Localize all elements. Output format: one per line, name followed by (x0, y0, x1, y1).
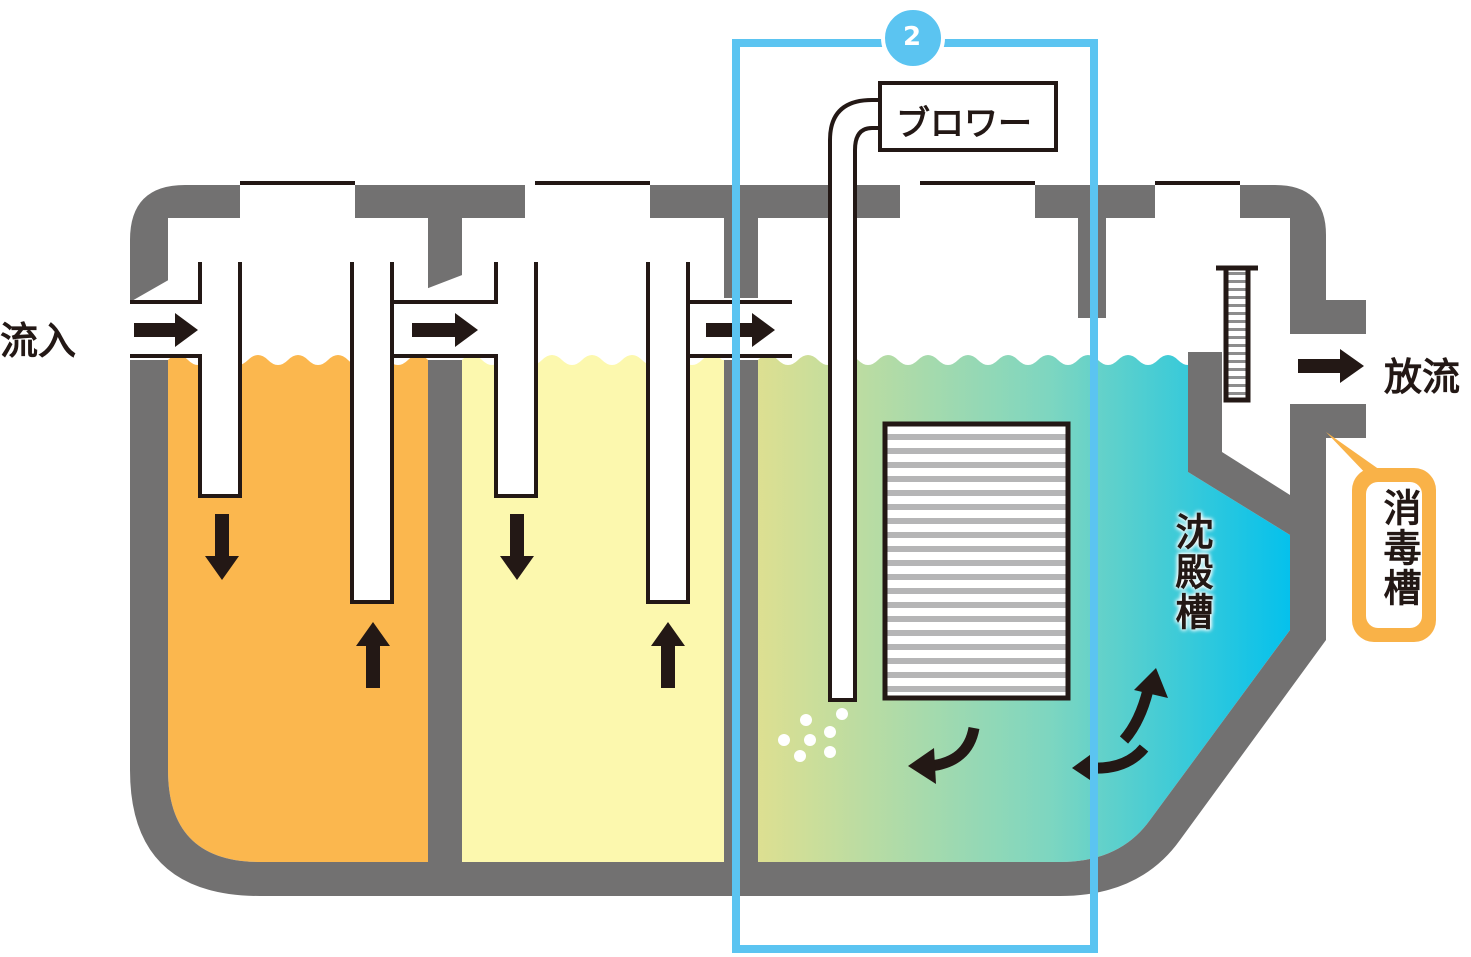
highlight-number: 2 (903, 22, 922, 52)
arrow-icon (412, 313, 478, 347)
arrow-icon (205, 514, 239, 580)
discharge-label: 放流 (1384, 355, 1461, 399)
arrow-icon (134, 313, 198, 347)
arrow-icon (1298, 349, 1364, 383)
filter-media-icon (882, 421, 1071, 701)
air-bubble-icon (778, 708, 848, 762)
sedimentation-tank-label: 沈殿槽 (1169, 512, 1213, 632)
flow-arrows (134, 313, 1364, 688)
disinfect-callout-pointer (1326, 432, 1380, 478)
arrow-icon (706, 313, 775, 347)
arrow-icon (651, 622, 685, 688)
blower-box (878, 81, 1058, 152)
disinfection-tank-label: 消毒槽 (1377, 488, 1421, 608)
disinfectant-tube (1223, 265, 1251, 403)
inflow-label: 流入 (0, 319, 77, 363)
blower-label: ブロワー (896, 104, 1032, 144)
arrow-icon (356, 622, 390, 688)
highlight-badge (881, 6, 945, 70)
pipes (130, 262, 792, 604)
arrow-icon (500, 514, 534, 580)
